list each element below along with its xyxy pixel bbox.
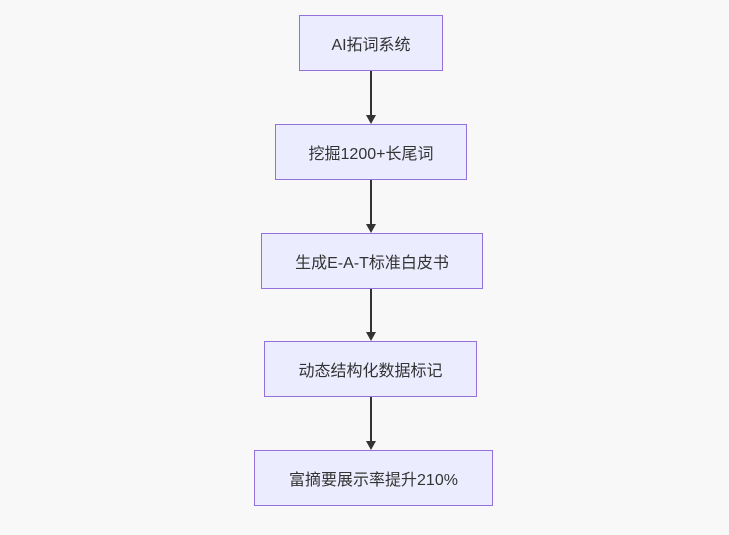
flowchart-arrow <box>365 397 377 450</box>
flowchart-node-longtail-mining: 挖掘1200+长尾词 <box>275 124 467 180</box>
arrow-line <box>370 397 372 442</box>
node-label: AI拓词系统 <box>331 37 411 54</box>
node-label: 富摘要展示率提升210% <box>289 472 458 489</box>
flowchart-node-eat-whitepaper: 生成E-A-T标准白皮书 <box>261 233 483 289</box>
node-label: 动态结构化数据标记 <box>298 363 443 380</box>
node-label: 生成E-A-T标准白皮书 <box>295 255 449 272</box>
flowchart-arrow <box>365 71 377 124</box>
flowchart-node-structured-data: 动态结构化数据标记 <box>264 341 477 397</box>
node-label: 挖掘1200+长尾词 <box>308 146 434 163</box>
arrow-head-icon <box>366 115 376 124</box>
arrow-line <box>370 180 372 225</box>
arrow-line <box>370 71 372 116</box>
arrow-head-icon <box>366 224 376 233</box>
flowchart-node-rich-snippet-result: 富摘要展示率提升210% <box>254 450 493 506</box>
arrow-line <box>370 289 372 333</box>
flowchart-node-ai-keyword-system: AI拓词系统 <box>299 15 443 71</box>
arrow-head-icon <box>366 441 376 450</box>
flowchart-arrow <box>365 180 377 233</box>
flowchart-arrow <box>365 289 377 341</box>
arrow-head-icon <box>366 332 376 341</box>
